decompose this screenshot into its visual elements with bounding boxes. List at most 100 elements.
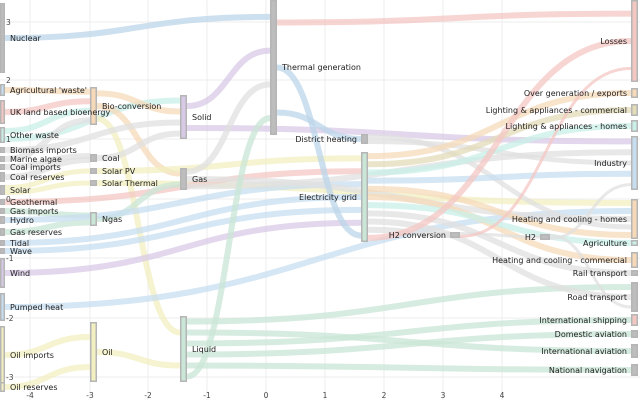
node-label-geothermal: Geothermal — [10, 198, 57, 207]
node-label-oil-reserves: Oil reserves — [10, 383, 58, 392]
x-tick-label: 0 — [264, 391, 269, 400]
sankey-link — [186, 331, 632, 358]
node-label-coal-reserves: Coal reserves — [10, 173, 64, 182]
sankey-link — [96, 90, 181, 115]
node-label-solar: Solar — [10, 186, 31, 195]
y-tick-label: -3 — [6, 373, 14, 382]
sankey-link — [367, 210, 632, 276]
node-label-pumped-heat: Pumped heat — [10, 303, 63, 312]
sankey-link — [367, 38, 632, 241]
sankey-node-fill — [1, 85, 4, 95]
sankey-link — [276, 109, 362, 142]
sankey-node-fill — [632, 315, 637, 325]
node-label-electricity-grid: Electricity grid — [299, 193, 357, 202]
node-label-nat-navigation: National navigation — [549, 366, 627, 375]
node-label-uk-bio: UK land based bioenergy — [10, 108, 110, 117]
node-label-ngas: Ngas — [102, 215, 122, 224]
node-label-wave: Wave — [10, 247, 32, 256]
sankey-link — [367, 170, 632, 184]
node-label-int-shipping: International shipping — [539, 316, 627, 325]
node-label-liquid: Liquid — [192, 345, 216, 354]
sankey-node-fill — [91, 323, 96, 381]
node-label-district-heating: District heating — [295, 135, 357, 144]
sankey-link — [4, 87, 91, 95]
sankey-node-fill — [632, 89, 637, 97]
sankey-node-fill — [1, 157, 4, 161]
node-label-solar-pv: Solar PV — [102, 167, 136, 176]
node-label-wind: Wind — [10, 269, 30, 278]
sankey-node-fill — [632, 105, 637, 115]
sankey-node-fill — [91, 169, 96, 173]
x-tick-label: -3 — [86, 391, 94, 400]
sankey-link — [367, 90, 632, 160]
sankey-link — [96, 130, 181, 161]
node-label-gas-reserves: Gas reserves — [10, 228, 62, 237]
node-layer — [0, 0, 638, 392]
node-label-light-comm: Lighting & appliances - commercial — [486, 106, 627, 115]
sankey-node-fill — [632, 241, 637, 245]
sankey-node-fill — [1, 383, 4, 391]
node-label-agri-waste: Agricultural 'waste' — [10, 86, 87, 95]
node-label-gas: Gas — [192, 175, 207, 184]
sankey-node-fill — [91, 155, 96, 161]
sankey-node-fill — [632, 331, 637, 337]
sankey-node-fill — [541, 235, 549, 239]
sankey-link — [186, 81, 271, 175]
sankey-link — [4, 107, 91, 134]
sankey-node-fill — [632, 253, 637, 267]
sankey-node-fill — [91, 181, 96, 185]
sankey-link — [4, 98, 91, 115]
sankey-node-fill — [451, 233, 459, 237]
sankey-node-fill — [632, 271, 637, 275]
sankey-link — [4, 180, 91, 195]
sankey-node-fill — [1, 128, 4, 142]
node-label-int-aviation: International aviation — [541, 347, 627, 356]
sankey-node-fill — [362, 153, 367, 241]
sankey-node-fill — [362, 135, 367, 143]
sankey-node-fill — [1, 241, 4, 245]
x-tick-label: 3 — [441, 391, 446, 400]
sankey-link — [186, 284, 632, 325]
x-tick-label: -4 — [26, 391, 34, 400]
sankey-link — [186, 47, 271, 109]
node-label-marine-algae: Marine algae — [10, 155, 62, 164]
x-tick-label: -1 — [203, 391, 211, 400]
node-label-h2-conversion: H2 conversion — [389, 231, 446, 240]
sankey-node-fill — [632, 1, 637, 81]
sankey-node-fill — [271, 1, 276, 134]
node-label-agriculture: Agriculture — [583, 239, 627, 248]
sankey-node-fill — [632, 200, 637, 238]
x-tick-label: 2 — [382, 391, 387, 400]
sankey-node-fill — [1, 173, 4, 181]
sankey-node-fill — [181, 317, 186, 381]
sankey-link — [549, 183, 632, 240]
node-label-solid: Solid — [192, 113, 212, 122]
sankey-node-fill — [632, 365, 637, 375]
sankey-node-fill — [1, 200, 4, 204]
sankey-node-fill — [1, 148, 4, 152]
sankey-link — [186, 362, 632, 373]
node-label-oil: Oil — [102, 348, 113, 357]
sankey-node-fill — [91, 88, 96, 124]
sankey-link — [96, 349, 181, 369]
sankey-link — [367, 185, 632, 238]
node-label-industry: Industry — [594, 159, 627, 168]
node-label-heat-comm: Heating and cooling - commercial — [492, 256, 627, 265]
sankey-link — [459, 66, 632, 238]
sankey-link — [367, 202, 632, 246]
sankey-node-fill — [1, 101, 4, 123]
sankey-node-fill — [1, 229, 4, 235]
sankey-link — [367, 218, 632, 300]
sankey-link — [96, 155, 362, 174]
node-label-thermal-gen: Thermal generation — [281, 63, 361, 72]
sankey-link — [276, 64, 362, 239]
sankey-link — [4, 219, 91, 235]
sankey-node-fill — [632, 283, 637, 311]
sankey-link — [4, 334, 91, 358]
sankey-node-fill — [1, 4, 4, 72]
node-label-road: Road transport — [567, 293, 627, 302]
